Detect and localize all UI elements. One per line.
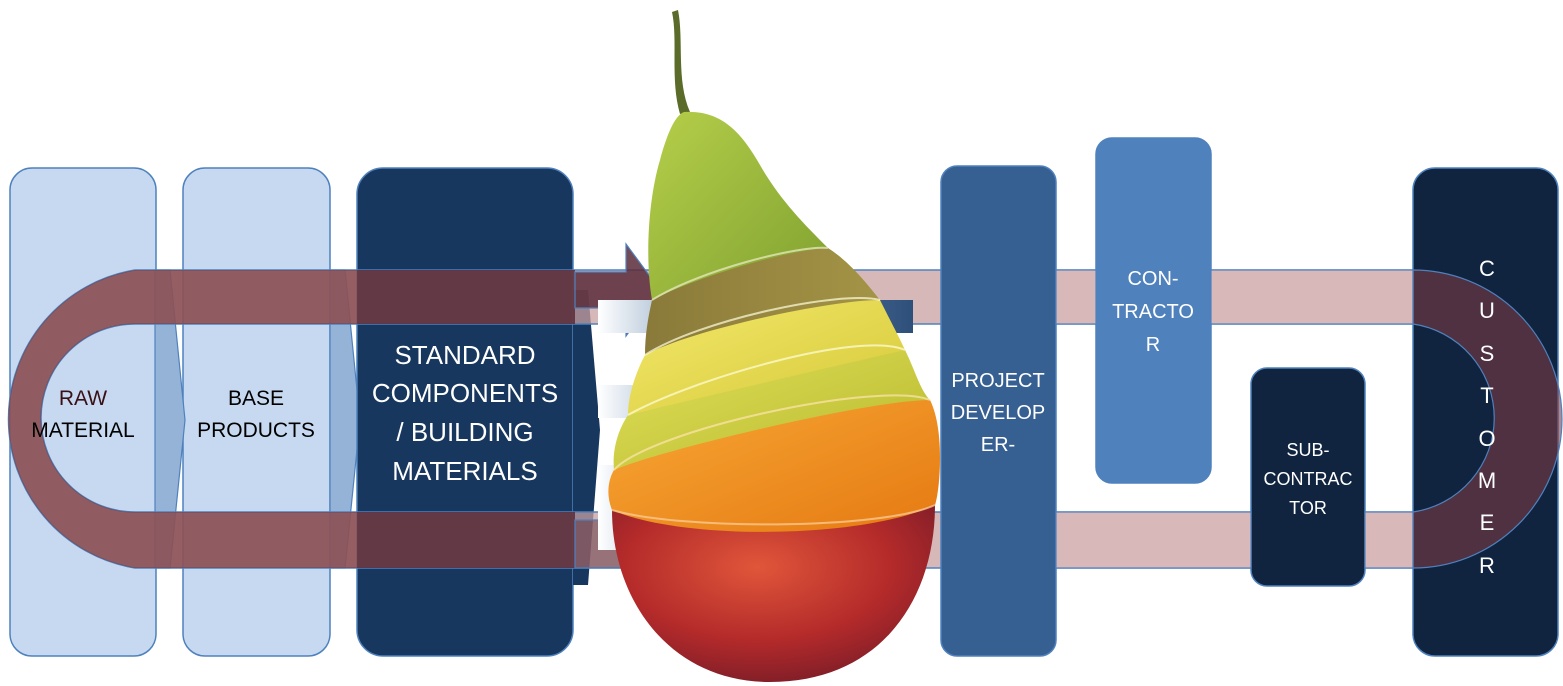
contractor-label-3: R (1146, 334, 1160, 356)
band-right-bottom (1055, 511, 1252, 569)
raw-material-label-1: RAW (59, 387, 107, 410)
project-developer-label-3: ER- (981, 434, 1015, 456)
raw-material-label-2: MATERIAL (31, 419, 134, 442)
standard-components-label-3: / BUILDING (396, 417, 533, 447)
standard-components-label-4: MATERIALS (392, 456, 537, 486)
customer-letter: U (1479, 298, 1495, 323)
subcontractor-label-2: CONTRAC (1264, 469, 1353, 489)
customer-letter: R (1479, 553, 1495, 578)
band-right-curve (1412, 269, 1563, 569)
subcontractor-label-1: SUB- (1286, 440, 1329, 460)
customer-letter: T (1480, 383, 1493, 408)
standard-components-label-2: COMPONENTS (372, 378, 558, 408)
pear-image (608, 10, 940, 682)
standard-components-label-1: STANDARD (394, 340, 535, 370)
project-developer-label-1: PROJECT (951, 370, 1044, 392)
base-products-box (182, 167, 331, 657)
customer-letter: C (1479, 256, 1495, 281)
base-products-label-2: PRODUCTS (197, 419, 315, 442)
customer-letter: E (1480, 510, 1495, 535)
project-developer-label-2: DEVELOP (951, 402, 1045, 424)
contractor-label-2: TRACTO (1112, 301, 1194, 323)
band-right-top (1055, 269, 1097, 325)
subcontractor-box (1250, 367, 1366, 587)
lime-slice (613, 345, 930, 470)
band-right-bottom-2 (1364, 511, 1414, 569)
customer-letter: O (1478, 426, 1495, 451)
contractor-label-1: CON- (1127, 268, 1178, 290)
band-overlay-left (8, 270, 357, 568)
apple-slice (612, 505, 935, 682)
customer-letter: S (1480, 341, 1495, 366)
band-right-top-2 (1210, 269, 1414, 325)
pear-stem (672, 10, 690, 114)
band-overlay-top (357, 270, 575, 324)
project-developer-box (940, 165, 1057, 657)
standard-components-box (356, 167, 574, 657)
base-products-label-1: BASE (228, 387, 284, 410)
band-overlay-bottom (357, 512, 575, 568)
orange-slice (608, 395, 940, 532)
subcontractor-label-3: TOR (1289, 498, 1327, 518)
customer-letter: M (1478, 468, 1496, 493)
